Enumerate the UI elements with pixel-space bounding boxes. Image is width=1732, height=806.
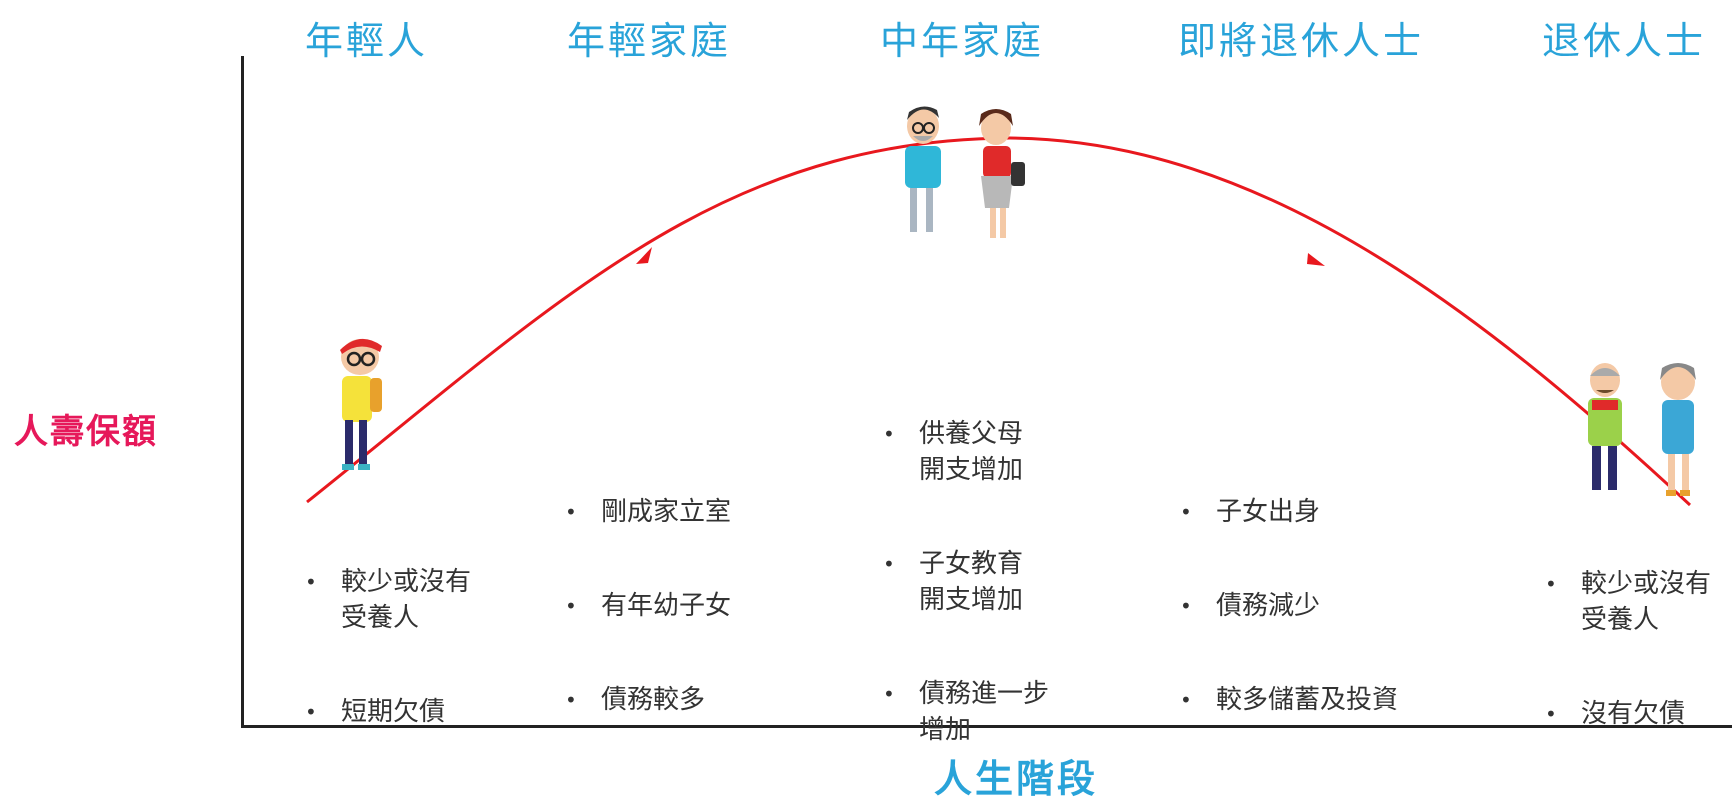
notes-middle-family: 供養父母 開支增加 子女教育 開支增加 債務進一步 增加 bbox=[883, 380, 1049, 806]
note-item: 較多儲蓄及投資 bbox=[1180, 682, 1398, 718]
note-item: 債務較多 bbox=[565, 682, 731, 718]
stage-title-young: 年輕人 bbox=[305, 19, 429, 63]
stage-title-young-family: 年輕家庭 bbox=[567, 19, 732, 63]
curve-arrow-down bbox=[1307, 253, 1325, 266]
note-item: 剛成家立室 bbox=[565, 494, 731, 530]
note-item: 子女教育 開支增加 bbox=[883, 546, 1049, 618]
note-item: 短期欠債 bbox=[305, 694, 471, 730]
curve-arrow-up bbox=[636, 247, 652, 264]
y-axis-label: 人壽保額 bbox=[14, 412, 158, 452]
note-item: 較少或沒有 受養人 bbox=[1545, 566, 1711, 638]
y-axis-line bbox=[241, 56, 244, 728]
note-item: 有年幼子女 bbox=[565, 588, 731, 624]
stage-title-retiree: 退休人士 bbox=[1542, 19, 1707, 63]
notes-young: 較少或沒有 受養人 短期欠債 bbox=[305, 528, 471, 788]
coverage-curve-path bbox=[306, 136, 1692, 507]
note-item: 債務減少 bbox=[1180, 588, 1398, 624]
note-item: 沒有欠債 bbox=[1545, 696, 1711, 732]
stage-title-pre-retiree: 即將退休人士 bbox=[1178, 19, 1425, 63]
young-person-figure bbox=[340, 338, 382, 470]
note-item: 子女出身 bbox=[1180, 494, 1398, 530]
x-axis-label: 人生階段 bbox=[934, 757, 1099, 801]
notes-young-family: 剛成家立室 有年幼子女 債務較多 bbox=[565, 458, 731, 776]
stage-title-middle-family: 中年家庭 bbox=[880, 19, 1045, 63]
note-item: 較少或沒有 受養人 bbox=[305, 564, 471, 636]
middle-aged-couple-figure bbox=[905, 106, 1025, 238]
note-item: 債務進一步 增加 bbox=[883, 676, 1049, 748]
note-item: 供養父母 開支增加 bbox=[883, 416, 1049, 488]
notes-retiree: 較少或沒有 受養人 沒有欠債 bbox=[1545, 530, 1711, 790]
retired-couple-figure bbox=[1588, 363, 1696, 496]
notes-pre-retiree: 子女出身 債務減少 較多儲蓄及投資 bbox=[1180, 458, 1398, 776]
